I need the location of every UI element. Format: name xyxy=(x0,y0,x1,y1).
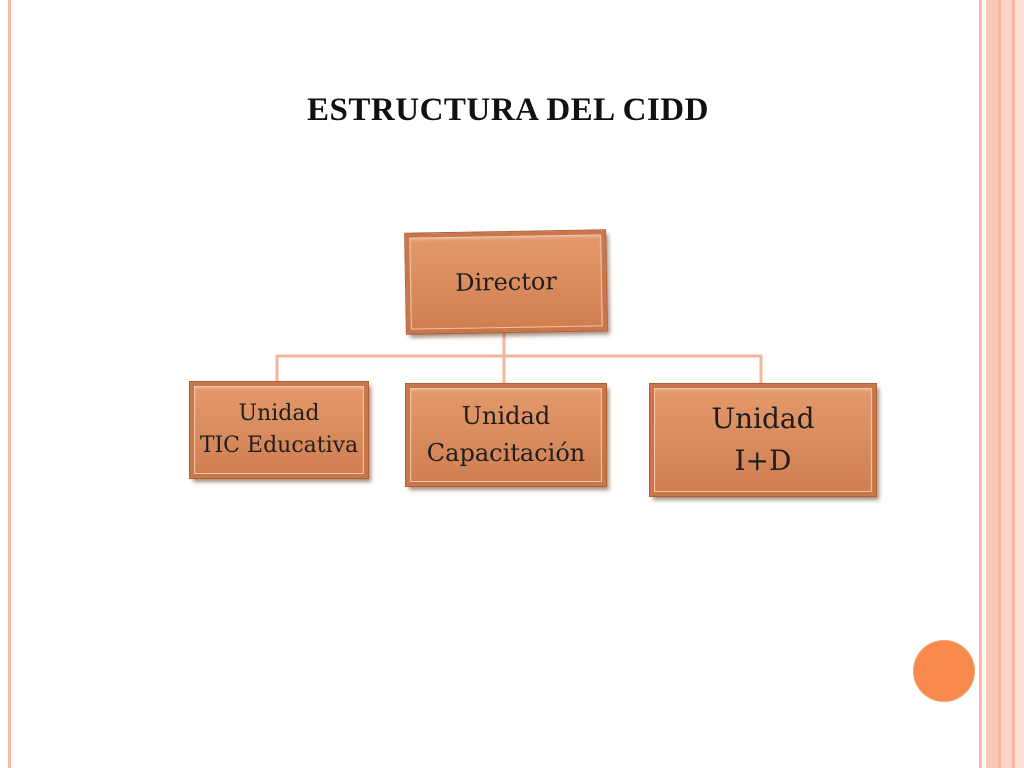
org-node-unidad-capacitacion: Unidad Capacitación xyxy=(405,383,607,487)
node-label-line2: I+D xyxy=(734,444,792,477)
org-node-director: Director xyxy=(404,229,608,335)
right-border-stripes xyxy=(976,0,1024,768)
node-label-line1: Unidad xyxy=(461,401,551,430)
node-label: Director xyxy=(454,267,558,297)
left-border-line xyxy=(8,0,11,768)
slide-title: ESTRUCTURA DEL CIDD xyxy=(307,92,709,128)
node-label-line1: Unidad xyxy=(711,402,815,435)
orange-circle-decoration xyxy=(913,640,975,702)
node-label-line2: TIC Educativa xyxy=(199,433,359,458)
org-node-unidad-tic: Unidad TIC Educativa xyxy=(189,381,369,479)
node-label-line1: Unidad xyxy=(238,401,320,427)
org-node-unidad-id: Unidad I+D xyxy=(649,383,877,497)
node-label-line2: Capacitación xyxy=(426,439,586,467)
